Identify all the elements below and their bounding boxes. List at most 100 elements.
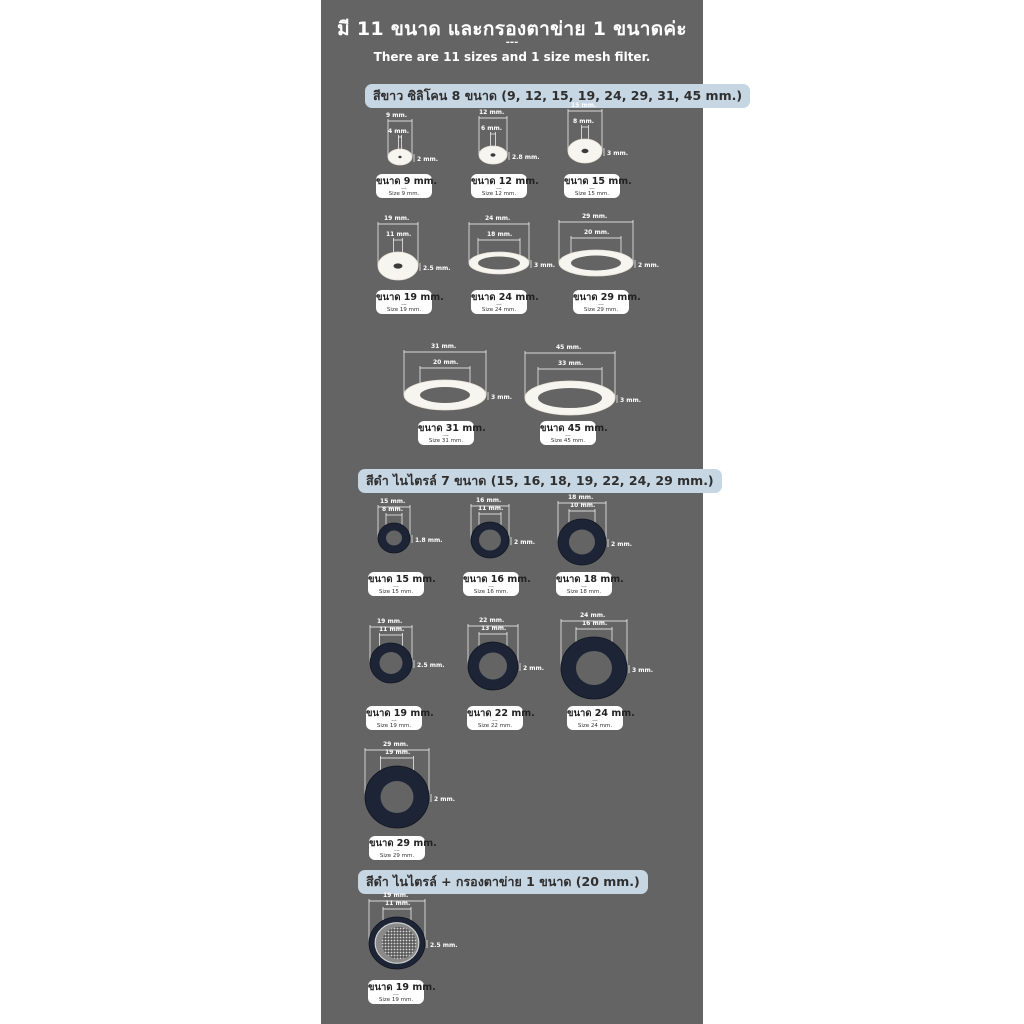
inner-diameter-label: 20 mm. bbox=[433, 359, 459, 366]
size-label-thai: ขนาด 16 mm. bbox=[463, 574, 531, 585]
outer-diameter-label: 31 mm. bbox=[431, 343, 457, 350]
white-size-label-2: ขนาด 12 mm.---Size 12 mm. bbox=[471, 174, 539, 198]
gasket-hole bbox=[393, 263, 403, 269]
size-label-thai: ขนาด 9 mm. bbox=[376, 176, 438, 187]
size-label-english: Size 29 mm. bbox=[379, 853, 415, 859]
outer-diameter-label: 22 mm. bbox=[479, 617, 505, 624]
gasket-body bbox=[368, 916, 426, 970]
size-label-thai: ขนาด 19 mm. bbox=[368, 982, 436, 993]
outer-diameter-label: 18 mm. bbox=[568, 494, 594, 501]
section-header-black-nitrile: สีดำ ไนไตรล์ 7 ขนาด (15, 16, 18, 19, 22,… bbox=[358, 469, 722, 493]
mesh-screen bbox=[381, 926, 417, 960]
size-label-english: Size 31 mm. bbox=[428, 438, 464, 444]
inner-diameter-label: 4 mm. bbox=[388, 128, 410, 135]
thickness-label: 3 mm. bbox=[632, 667, 654, 674]
page-subtitle: There are 11 sizes and 1 size mesh filte… bbox=[373, 50, 651, 64]
black-size-label-6: ขนาด 24 mm.---Size 24 mm. bbox=[567, 706, 635, 730]
outer-diameter-label: 12 mm. bbox=[479, 109, 505, 116]
thickness-label: 2.5 mm. bbox=[423, 265, 451, 272]
size-label-thai: ขนาด 31 mm. bbox=[418, 423, 486, 434]
size-label-separator: --- bbox=[401, 302, 407, 308]
white-size-label-8: ขนาด 45 mm.---Size 45 mm. bbox=[540, 421, 608, 445]
size-label-english: Size 19 mm. bbox=[378, 997, 414, 1003]
inner-diameter-label: 8 mm. bbox=[382, 506, 404, 513]
outer-diameter-label: 9 mm. bbox=[386, 112, 408, 119]
inner-diameter-label: 19 mm. bbox=[385, 749, 411, 756]
thickness-label: 1.8 mm. bbox=[415, 537, 443, 544]
black-size-label-4: ขนาด 19 mm.---Size 19 mm. bbox=[366, 706, 434, 730]
thickness-label: 2.5 mm. bbox=[430, 942, 458, 949]
size-label-english: Size 16 mm. bbox=[473, 589, 509, 595]
inner-diameter-label: 11 mm. bbox=[385, 900, 411, 907]
thickness-label: 2 mm. bbox=[434, 796, 456, 803]
size-label-thai: ขนาด 15 mm. bbox=[368, 574, 436, 585]
black-size-label-1: ขนาด 15 mm.---Size 15 mm. bbox=[368, 572, 436, 596]
size-label-english: Size 24 mm. bbox=[577, 723, 613, 729]
size-label-separator: --- bbox=[393, 992, 399, 998]
outer-diameter-label: 24 mm. bbox=[580, 612, 606, 619]
outer-diameter-label: 29 mm. bbox=[383, 741, 409, 748]
gasket-body bbox=[377, 522, 411, 554]
thickness-label: 3 mm. bbox=[491, 394, 513, 401]
outer-diameter-label: 24 mm. bbox=[485, 215, 511, 222]
size-label-english: Size 18 mm. bbox=[566, 589, 602, 595]
size-label-separator: --- bbox=[581, 584, 587, 590]
inner-diameter-label: 33 mm. bbox=[558, 360, 584, 367]
white-size-label-4: ขนาด 19 mm.---Size 19 mm. bbox=[376, 290, 444, 314]
size-label-english: Size 15 mm. bbox=[574, 191, 610, 197]
gasket-hole bbox=[479, 652, 507, 680]
gasket-hole bbox=[420, 387, 470, 403]
size-label-thai: ขนาด 12 mm. bbox=[471, 176, 539, 187]
gasket-body bbox=[387, 148, 413, 166]
inner-diameter-label: 8 mm. bbox=[573, 118, 595, 125]
inner-diameter-label: 16 mm. bbox=[582, 620, 608, 627]
size-label-thai: ขนาด 45 mm. bbox=[540, 423, 608, 434]
size-label-thai: ขนาด 29 mm. bbox=[369, 838, 437, 849]
size-label-english: Size 45 mm. bbox=[550, 438, 586, 444]
thickness-label: 2 mm. bbox=[523, 665, 545, 672]
outer-diameter-label: 15 mm. bbox=[571, 102, 597, 109]
mesh-size-label-1: ขนาด 19 mm.---Size 19 mm. bbox=[368, 980, 436, 1004]
size-label-english: Size 19 mm. bbox=[386, 307, 422, 313]
white-size-label-6: ขนาด 29 mm.---Size 29 mm. bbox=[573, 290, 641, 314]
size-label-separator: --- bbox=[496, 186, 502, 192]
thickness-label: 2 mm. bbox=[638, 262, 660, 269]
size-label-separator: --- bbox=[492, 718, 498, 724]
size-label-thai: ขนาด 19 mm. bbox=[366, 708, 434, 719]
inner-diameter-label: 20 mm. bbox=[584, 229, 610, 236]
gasket-hole bbox=[479, 529, 501, 551]
size-label-thai: ขนาด 22 mm. bbox=[467, 708, 535, 719]
gasket-body bbox=[377, 251, 419, 281]
inner-diameter-label: 18 mm. bbox=[487, 231, 513, 238]
gasket-body bbox=[478, 145, 508, 165]
outer-diameter-label: 16 mm. bbox=[476, 497, 502, 504]
gasket-body bbox=[567, 138, 603, 164]
size-label-separator: --- bbox=[401, 186, 407, 192]
gasket-hole bbox=[379, 652, 403, 674]
size-label-thai: ขนาด 29 mm. bbox=[573, 292, 641, 303]
size-label-separator: --- bbox=[394, 848, 400, 854]
gasket-body bbox=[403, 379, 487, 411]
gasket-body bbox=[467, 641, 519, 691]
inner-diameter-label: 11 mm. bbox=[379, 626, 405, 633]
white-size-label-5: ขนาด 24 mm.---Size 24 mm. bbox=[471, 290, 539, 314]
thickness-label: 3 mm. bbox=[607, 150, 629, 157]
size-label-separator: --- bbox=[393, 584, 399, 590]
white-size-label-1: ขนาด 9 mm.---Size 9 mm. bbox=[376, 174, 438, 198]
black-size-label-3: ขนาด 18 mm.---Size 18 mm. bbox=[556, 572, 624, 596]
size-label-english: Size 24 mm. bbox=[481, 307, 517, 313]
gasket-body bbox=[557, 518, 607, 566]
gasket-body bbox=[524, 380, 616, 416]
thickness-label: 2.5 mm. bbox=[417, 662, 445, 669]
white-size-label-3: ขนาด 15 mm.---Size 15 mm. bbox=[564, 174, 632, 198]
outer-diameter-label: 15 mm. bbox=[380, 498, 406, 505]
gasket-body bbox=[470, 521, 510, 559]
gasket-hole bbox=[478, 256, 520, 270]
size-label-separator: --- bbox=[565, 433, 571, 439]
gasket-body bbox=[558, 249, 634, 277]
black-size-label-2: ขนาด 16 mm.---Size 16 mm. bbox=[463, 572, 531, 596]
inner-diameter-label: 10 mm. bbox=[570, 502, 596, 509]
size-label-thai: ขนาด 24 mm. bbox=[567, 708, 635, 719]
size-label-english: Size 19 mm. bbox=[376, 723, 412, 729]
title-separator: --- bbox=[505, 37, 519, 48]
